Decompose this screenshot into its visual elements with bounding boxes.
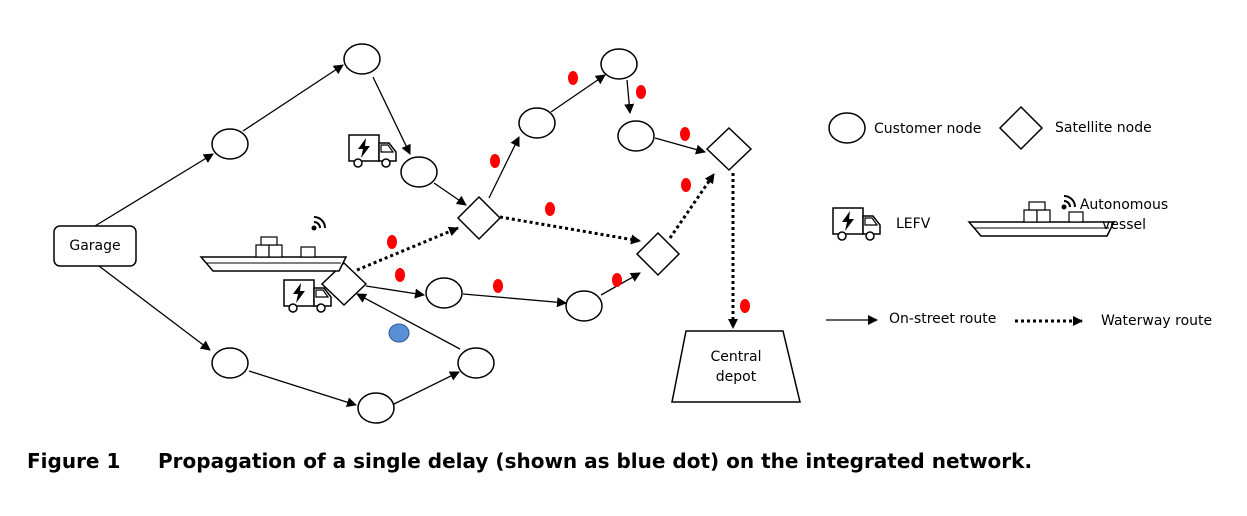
- red-delay-dot: [568, 71, 578, 85]
- route-c11-s2: [356, 293, 461, 350]
- customer-node: [343, 43, 381, 75]
- satellite-node: [456, 195, 502, 241]
- red-delay-dot: [636, 85, 646, 99]
- legend-on-street-label: On-street route: [889, 311, 996, 327]
- water-s2-s1: [356, 226, 459, 272]
- truck-icon: [348, 134, 397, 168]
- red-delay-dot: [680, 127, 690, 141]
- central-depot-label-line1: Central: [711, 349, 762, 365]
- legend-satellite-node-label: Satellite node: [1055, 120, 1152, 136]
- red-delay-dot: [493, 279, 503, 293]
- customer-node: [600, 48, 638, 80]
- central-depot-node: Central depot: [671, 330, 801, 403]
- waterway-routes: [356, 173, 738, 329]
- satellite-node: [320, 261, 368, 307]
- propagated-delays: [387, 71, 750, 313]
- customer-node: [357, 392, 395, 424]
- red-delay-dot: [387, 235, 397, 249]
- customer-node: [211, 347, 249, 379]
- water-s1-s3: [499, 215, 641, 245]
- satellite-node: [705, 126, 753, 172]
- route-garage-c1: [94, 153, 214, 227]
- customer-node: [617, 120, 655, 152]
- water-s3-s4: [668, 173, 716, 239]
- central-depot-label-line2: depot: [716, 369, 757, 385]
- legend-wifi-icon: [1060, 195, 1076, 211]
- satellite-nodes: [320, 126, 753, 307]
- customer-node: [457, 347, 495, 379]
- legend-autonomous-vessel-label-line2: vessel: [1102, 217, 1146, 233]
- legend-satellite-node-icon: [998, 105, 1044, 151]
- garage-node: Garage: [53, 225, 137, 267]
- satellite-node: [635, 231, 681, 277]
- route-c9-c10: [248, 370, 357, 408]
- route-s2-c7: [365, 285, 425, 299]
- legend-waterway-label: Waterway route: [1101, 313, 1212, 329]
- blue-initial-delay-dot: [388, 323, 410, 343]
- customer-node: [518, 107, 556, 139]
- customer-node: [400, 156, 438, 188]
- ship-icon: [200, 236, 347, 272]
- figure-caption: Propagation of a single delay (shown as …: [158, 449, 1032, 473]
- red-delay-dot: [740, 299, 750, 313]
- legend-truck-icon: [832, 207, 881, 241]
- legend-customer-node-label: Customer node: [874, 121, 981, 137]
- customer-node: [565, 290, 603, 322]
- legend-autonomous-vessel-label-line1: Autonomous: [1080, 197, 1168, 213]
- route-c3-s1: [433, 182, 467, 206]
- red-delay-dot: [395, 268, 405, 282]
- legend: Customer node Satellite node LEFV Autono…: [826, 105, 1212, 329]
- route-c2-c3: [372, 76, 411, 155]
- route-s1-c4: [488, 136, 520, 199]
- red-delay-dot: [681, 178, 691, 192]
- red-delay-dot: [490, 154, 500, 168]
- route-c10-c11: [393, 371, 460, 405]
- wifi-icon: [310, 216, 326, 232]
- route-garage-c9: [94, 262, 211, 351]
- red-delay-dot: [612, 273, 622, 287]
- customer-node: [425, 277, 463, 309]
- legend-lefv-label: LEFV: [896, 216, 931, 232]
- customer-nodes: [211, 43, 655, 424]
- on-street-routes: [94, 64, 706, 408]
- route-c1-c2: [242, 64, 344, 132]
- legend-customer-node-icon: [828, 112, 866, 144]
- customer-node: [211, 128, 249, 160]
- figure-number: Figure 1: [27, 449, 120, 473]
- route-c7-c8: [462, 293, 567, 308]
- route-c4-c5: [550, 74, 606, 113]
- red-delay-dot: [545, 202, 555, 216]
- route-c6-s4: [654, 137, 706, 155]
- route-c5-c6: [624, 79, 635, 114]
- garage-label: Garage: [69, 238, 120, 254]
